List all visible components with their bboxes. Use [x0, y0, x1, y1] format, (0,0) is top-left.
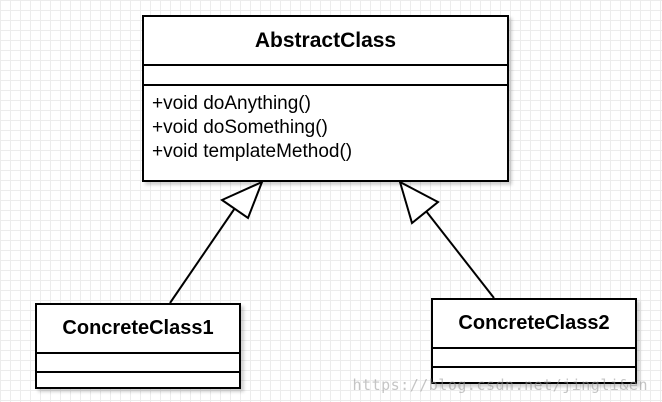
- generalization-arrow-concreteclass2: [398, 180, 495, 299]
- watermark-text: https://blog.csdn.net/jingli&en: [352, 376, 648, 394]
- concrete-class-1-name: ConcreteClass1: [62, 317, 214, 339]
- generalization-arrow-concreteclass1: [169, 180, 264, 304]
- concrete-class-2-attributes: [433, 347, 635, 366]
- concrete-class-2-methods: [433, 366, 635, 382]
- abstract-class-attributes: [144, 64, 507, 84]
- abstract-class-box[interactable]: AbstractClass +void doAnything() +void d…: [142, 15, 509, 182]
- method-do-anything: +void doAnything(): [152, 93, 311, 114]
- method-do-something: +void doSomething(): [152, 117, 328, 138]
- abstract-class-methods: +void doAnything() +void doSomething() +…: [144, 84, 507, 180]
- concrete-class-2-box[interactable]: ConcreteClass2: [431, 298, 637, 384]
- concrete-class-1-attributes: [37, 352, 239, 371]
- concrete-class-1-methods: [37, 371, 239, 387]
- concrete-class-1-box[interactable]: ConcreteClass1: [35, 303, 241, 389]
- concrete-class-2-name: ConcreteClass2: [458, 312, 610, 334]
- abstract-class-name: AbstractClass: [254, 28, 397, 52]
- method-template-method: +void templateMethod(): [152, 141, 353, 162]
